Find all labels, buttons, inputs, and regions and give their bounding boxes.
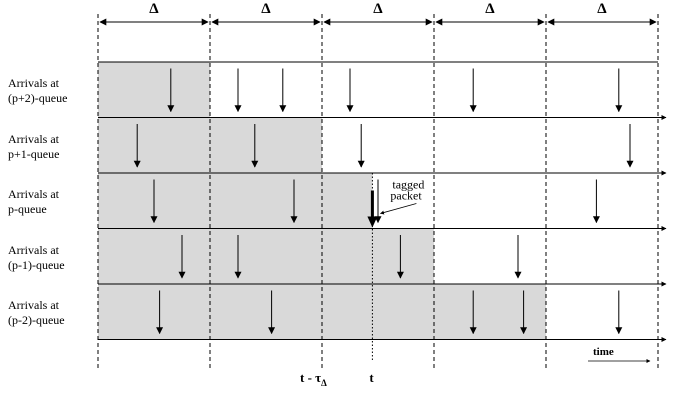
row-label-line2: p-queue: [8, 202, 47, 216]
row-label-line1: Arrivals at: [8, 131, 59, 146]
shaded-region: [98, 62, 210, 118]
shaded-region: [98, 228, 434, 284]
row-label-line1: Arrivals at: [8, 242, 59, 257]
row-label-line1: Arrivals at: [8, 298, 59, 312]
row-label-line1: Arrivals at: [8, 187, 59, 201]
row-label: Arrivals at(p+2)-queue: [8, 76, 67, 106]
row-label-line2: p+1-queue: [8, 146, 60, 161]
row-label-line2: (p-2)-queue: [8, 313, 65, 327]
interval-delta-label: Δ: [149, 1, 159, 17]
row-label: Arrivals at(p-1)-queue: [8, 243, 65, 273]
tagged-label-line1: tagged: [392, 178, 424, 192]
tagged-label-pointer: [380, 203, 417, 215]
interval-dividers: [97, 14, 659, 368]
tagged-label-line2: packet: [390, 189, 422, 203]
interval-delta-label: Δ: [485, 1, 495, 17]
tagged-packet-arrowhead: [367, 216, 378, 228]
t-minus-tau-label: t - τΔ: [300, 370, 327, 388]
interval-delta-label: Δ: [597, 1, 607, 17]
interval-delta-label: Δ: [373, 1, 383, 17]
row-label: Arrivals at(p-2)-queue: [8, 298, 65, 328]
time-axis-label: time: [593, 346, 614, 358]
row-label-line1: Arrivals at: [8, 76, 59, 90]
row-label-line2: (p-1)-queue: [8, 257, 65, 272]
row-axes: [98, 61, 667, 342]
arrival-arrows: [133, 68, 634, 335]
row-label-line2: (p+2)-queue: [8, 91, 68, 105]
t-label: t: [369, 370, 374, 385]
interval-delta-label: Δ: [261, 1, 271, 17]
shaded-region: [98, 173, 373, 229]
